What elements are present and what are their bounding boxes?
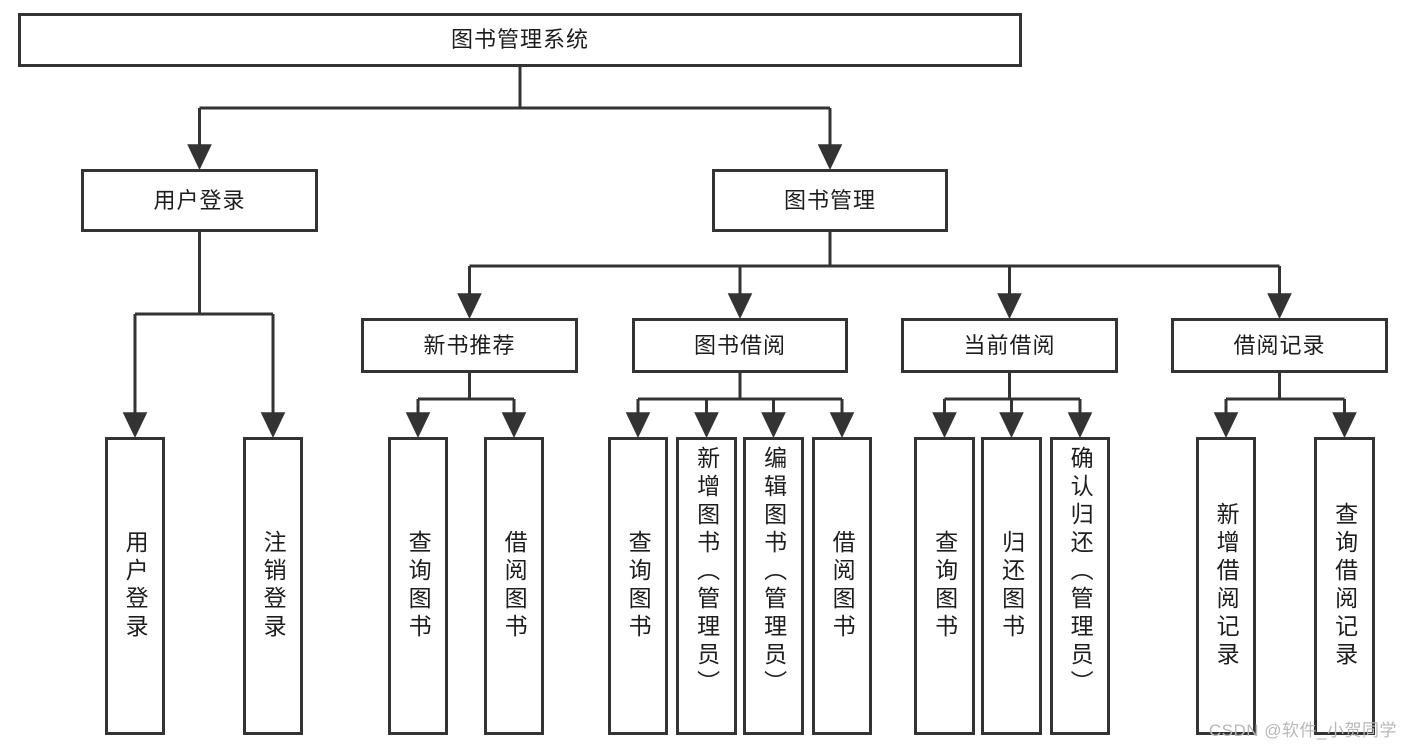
node-label: 查询图书 (405, 530, 432, 642)
node-label: 确认归还（管理员） (1067, 446, 1094, 698)
node-label: 查询借阅记录 (1331, 502, 1358, 670)
leaf-current-confirm-return-admin[interactable]: 确认归还（管理员） (1050, 437, 1110, 735)
node-label: 查询图书 (625, 530, 652, 642)
leaf-user-login[interactable]: 用户登录 (105, 437, 165, 735)
node-label: 编辑图书（管理员） (760, 446, 787, 698)
leaf-borrow-add-book-admin[interactable]: 新增图书（管理员） (676, 437, 737, 735)
node-label: 借阅记录 (1233, 332, 1326, 358)
leaf-current-query-books[interactable]: 查询图书 (914, 437, 975, 735)
node-label: 用户登录 (122, 530, 149, 642)
node-label: 查询图书 (931, 530, 958, 642)
node-label: 借阅图书 (501, 530, 528, 642)
leaf-records-query-record[interactable]: 查询借阅记录 (1314, 437, 1375, 735)
leaf-newbook-query-books[interactable]: 查询图书 (388, 437, 448, 735)
node-current-borrow[interactable]: 当前借阅 (901, 318, 1118, 373)
node-label: 图书管理系统 (450, 27, 589, 53)
node-book-borrow[interactable]: 图书借阅 (632, 318, 848, 373)
node-new-book-recommend[interactable]: 新书推荐 (361, 318, 578, 373)
node-label: 图书借阅 (693, 332, 786, 358)
node-label: 图书管理 (783, 187, 876, 213)
leaf-logout[interactable]: 注销登录 (243, 437, 303, 735)
node-label: 借阅图书 (829, 530, 856, 642)
node-label: 当前借阅 (963, 332, 1056, 358)
node-label: 注销登录 (260, 530, 287, 642)
node-borrow-records[interactable]: 借阅记录 (1171, 318, 1388, 373)
node-label: 新增借阅记录 (1213, 502, 1240, 670)
leaf-borrow-edit-book-admin[interactable]: 编辑图书（管理员） (743, 437, 804, 735)
node-book-management[interactable]: 图书管理 (712, 169, 948, 232)
node-root[interactable]: 图书管理系统 (18, 13, 1022, 67)
leaf-newbook-borrow-books[interactable]: 借阅图书 (484, 437, 544, 735)
leaf-borrow-borrow-books[interactable]: 借阅图书 (812, 437, 872, 735)
leaf-borrow-query-books[interactable]: 查询图书 (608, 437, 668, 735)
node-label: 用户登录 (153, 187, 246, 213)
node-user-login[interactable]: 用户登录 (81, 169, 318, 232)
leaf-records-add-record[interactable]: 新增借阅记录 (1196, 437, 1256, 735)
node-label: 归还图书 (998, 530, 1025, 642)
node-label: 新增图书（管理员） (693, 446, 720, 698)
leaf-current-return-books[interactable]: 归还图书 (981, 437, 1042, 735)
node-label: 新书推荐 (423, 332, 516, 358)
